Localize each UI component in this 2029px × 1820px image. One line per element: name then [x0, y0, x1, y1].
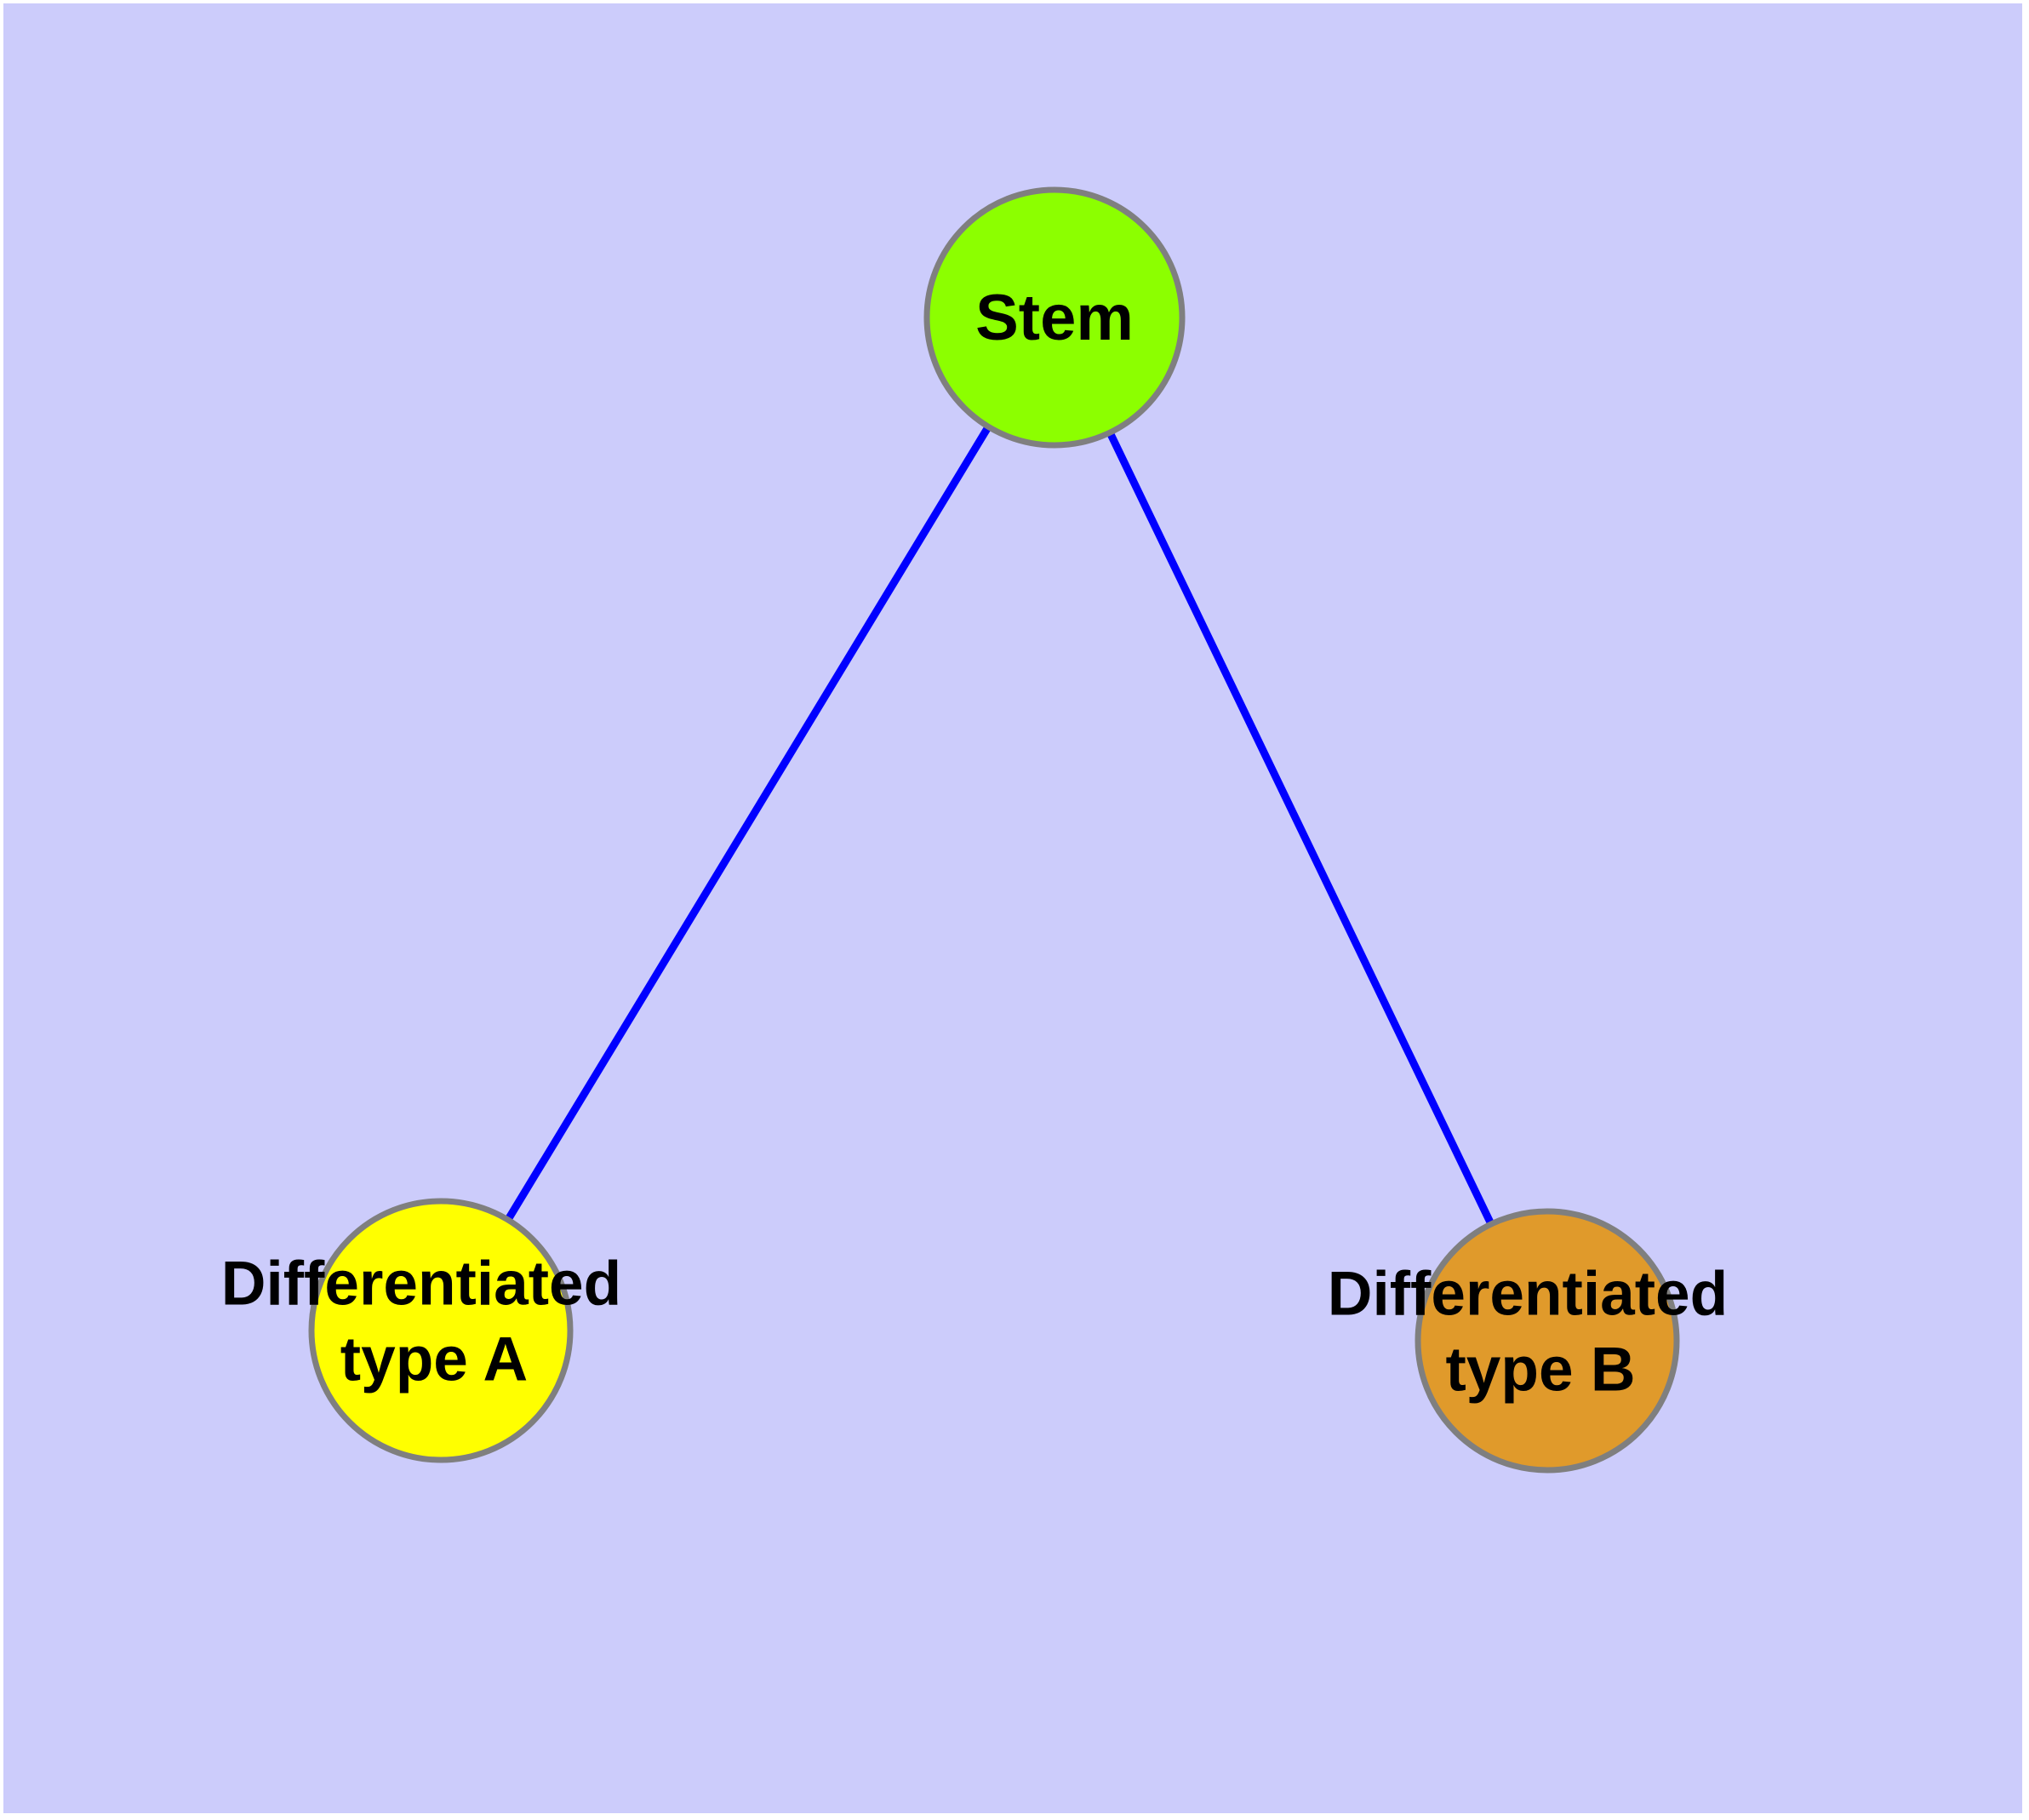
edge-stem-to-differentiated-type-a: [437, 315, 1058, 1333]
node-stem-circle[interactable]: [923, 186, 1186, 449]
node-differentiated-type-a-circle[interactable]: [308, 1198, 574, 1463]
node-differentiated-type-b-label-line2: type B: [1445, 1335, 1635, 1404]
node-stem-label: Stem: [975, 282, 1134, 354]
edge-stem-to-differentiated-type-b: [1050, 316, 1552, 1342]
node-differentiated-type-b-circle[interactable]: [1415, 1208, 1680, 1474]
nodes-layer: Stem Differentiated type A Differentiate…: [221, 186, 1729, 1474]
node-differentiated-type-b[interactable]: Differentiated type B: [1328, 1208, 1729, 1474]
graph-svg: Stem Differentiated type A Differentiate…: [221, 186, 1729, 1474]
node-differentiated-type-a-label-line1: Differentiated: [221, 1249, 622, 1318]
node-differentiated-type-a-label-line2: type A: [340, 1325, 528, 1394]
node-stem[interactable]: Stem: [923, 186, 1186, 449]
node-differentiated-type-a[interactable]: Differentiated type A: [221, 1198, 622, 1463]
node-differentiated-type-b-label-line1: Differentiated: [1328, 1259, 1729, 1328]
diagram-plot-area: Stem Differentiated type A Differentiate…: [3, 3, 2022, 1813]
edges-layer: [437, 315, 1552, 1342]
